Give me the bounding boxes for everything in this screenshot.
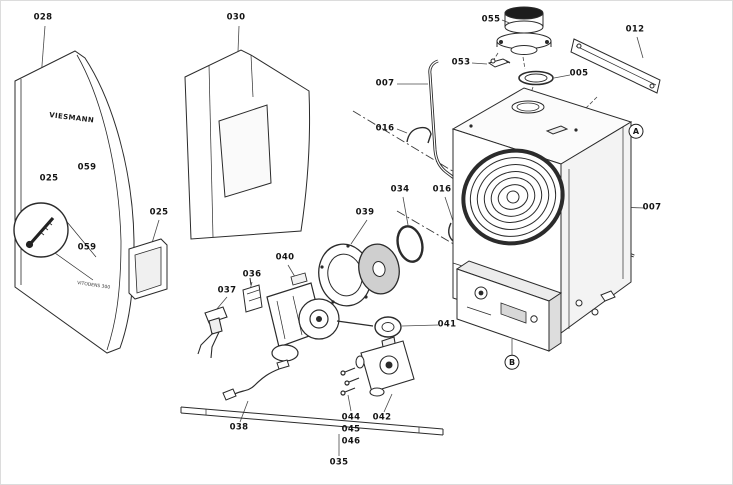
screws-044-046: [340, 367, 360, 396]
gas-valve-042: [355, 336, 415, 397]
flue-adapter-055: [496, 6, 552, 55]
ignition-electrode-037: [197, 306, 228, 359]
mounting-rail-012: [570, 38, 661, 94]
control-unit: [455, 260, 563, 352]
front-panel-030: [184, 49, 311, 240]
pipe-007-left: [428, 59, 459, 183]
clamp-053: [487, 58, 511, 68]
bracket-016-left: [406, 126, 432, 144]
fan-assembly-040: [266, 272, 374, 362]
damper-041: [374, 316, 402, 338]
display-frame-025: [128, 238, 168, 300]
gasket-005: [518, 70, 554, 86]
cable-038: [222, 359, 290, 401]
heat-exchanger-coil: [461, 148, 565, 246]
model-text: VITODENS 300: [77, 280, 111, 291]
detail-circle-025: [13, 202, 97, 281]
side-panel-028: VIESMANN VITODENS 300: [14, 50, 135, 354]
burner-door-039: [318, 243, 400, 307]
component-036: [242, 277, 263, 313]
base-strip-035: [180, 406, 444, 436]
oring-034: [396, 225, 424, 263]
